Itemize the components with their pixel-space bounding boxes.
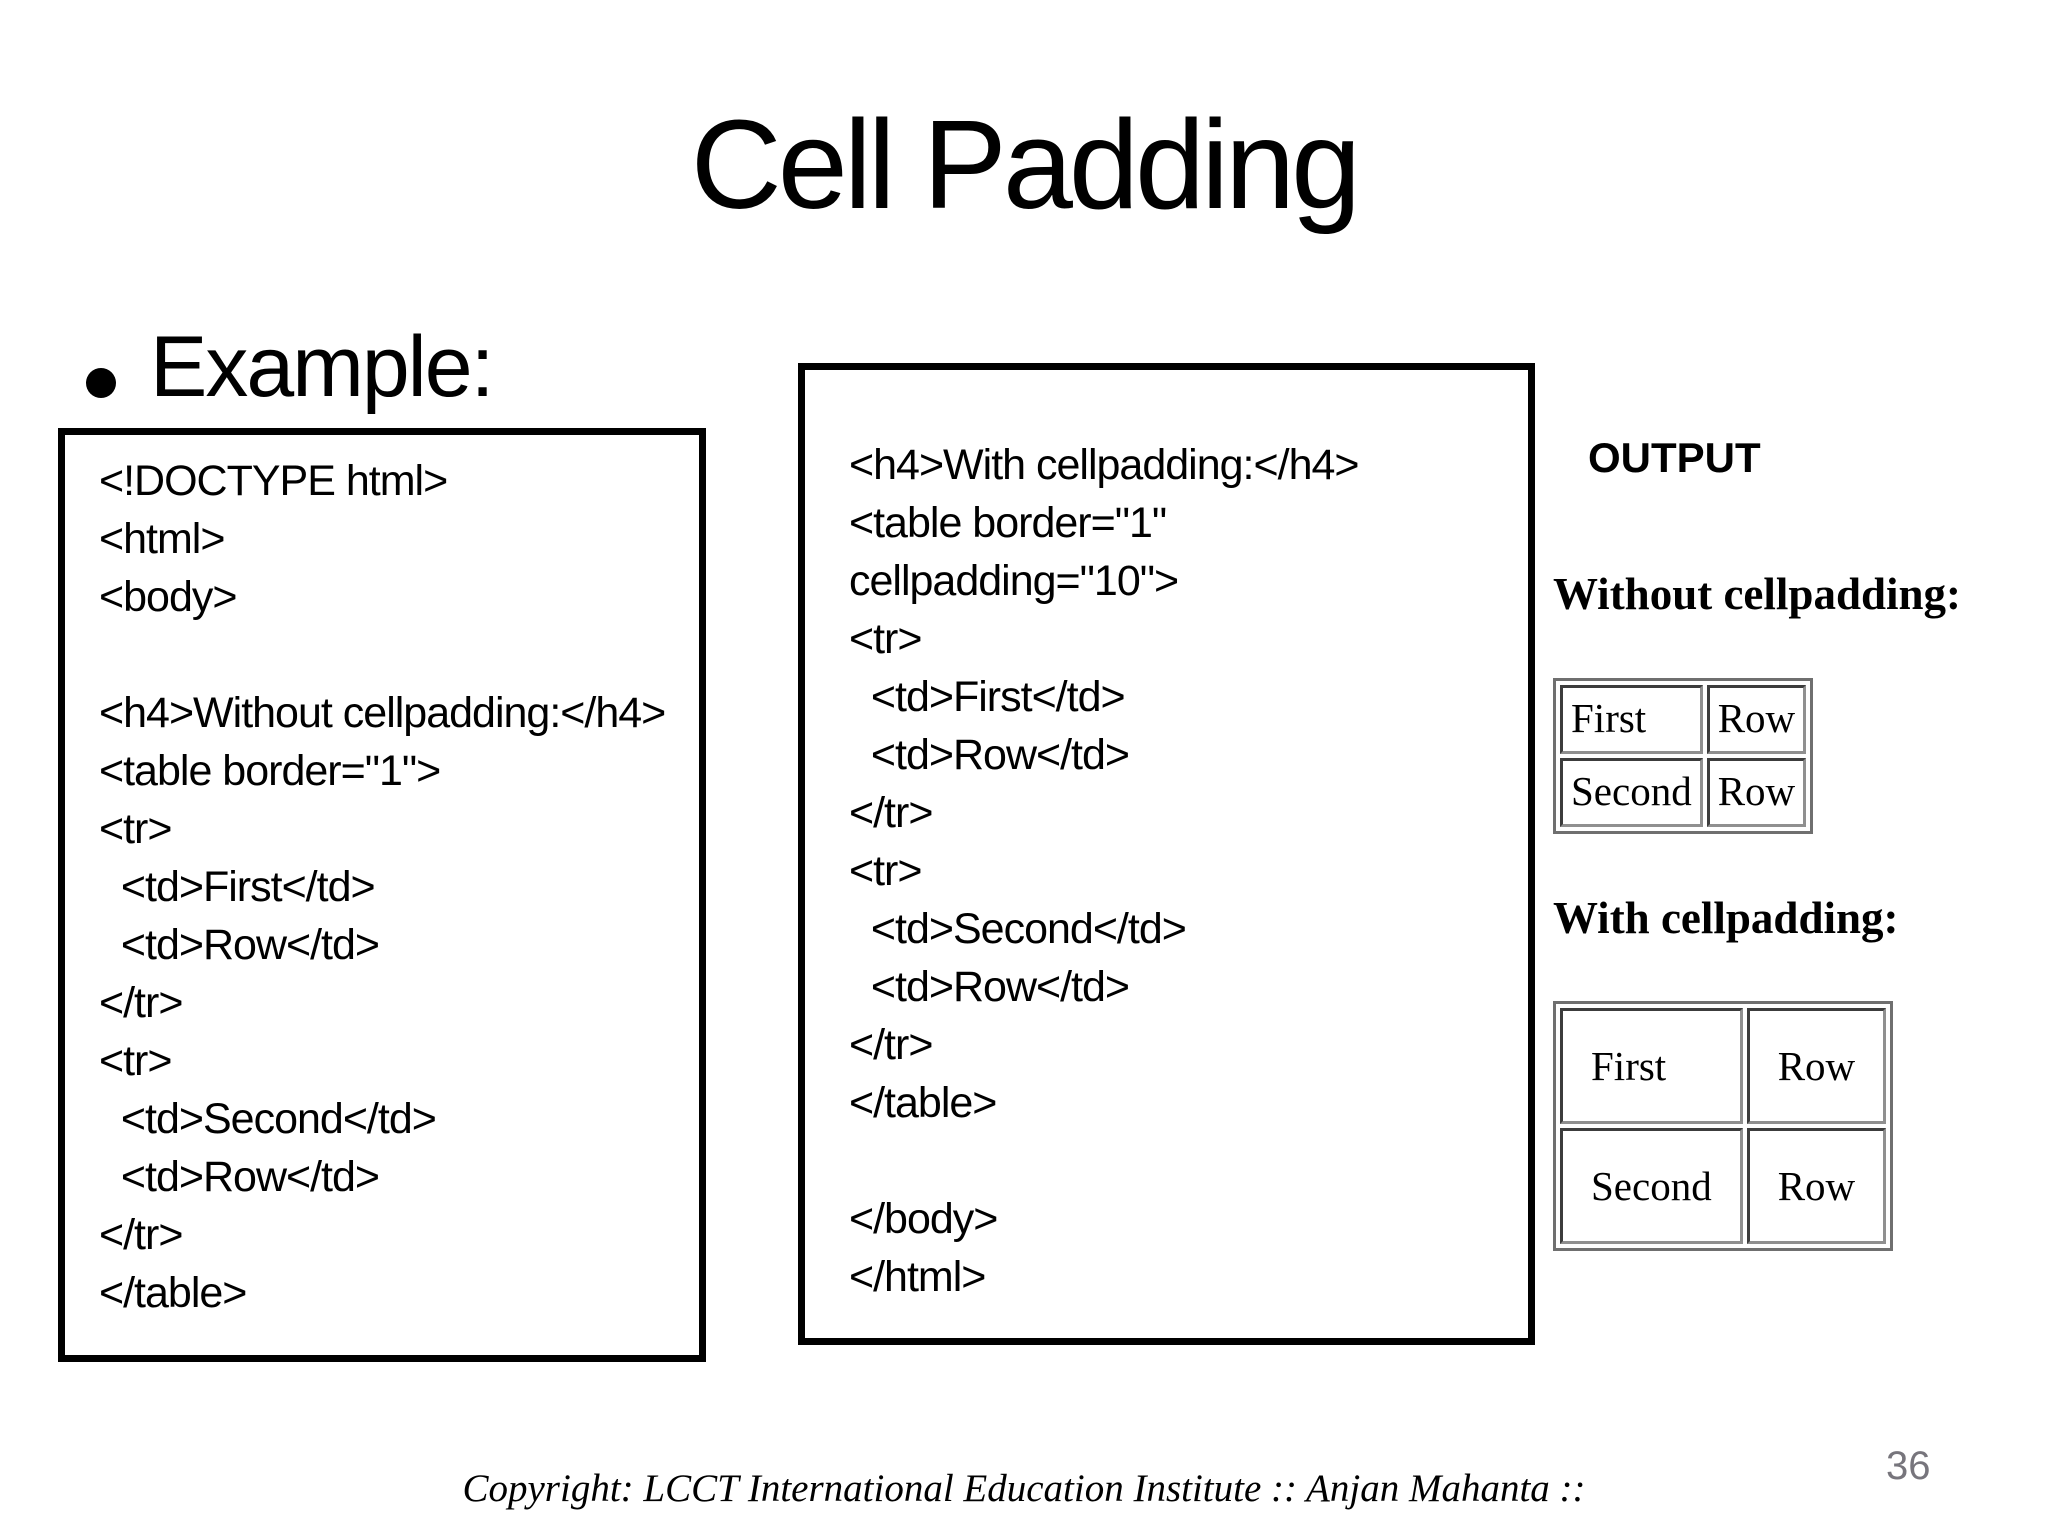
table-cell: First xyxy=(1560,685,1703,754)
page-number: 36 xyxy=(1886,1444,1931,1488)
code-line: </html> xyxy=(849,1253,986,1301)
page-title: Cell Padding xyxy=(690,94,1361,235)
code-line: </table> xyxy=(849,1079,997,1127)
table-cell: Row xyxy=(1746,1128,1887,1244)
code-line: </tr> xyxy=(99,979,183,1027)
code-line: <tr> xyxy=(99,805,173,853)
table-cell: Second xyxy=(1560,1128,1743,1244)
table-row: First Row xyxy=(1560,685,1807,754)
code-box-without-cellpadding: <!DOCTYPE html> <html> <body> <h4>Withou… xyxy=(58,428,706,1362)
code-line: <table border="1" xyxy=(849,499,1167,547)
code-line xyxy=(99,626,689,684)
code-line: <td>Row</td> xyxy=(849,731,1130,779)
code-line: <body> xyxy=(99,573,237,621)
table-row: First Row xyxy=(1560,1008,1887,1124)
table-cell: First xyxy=(1560,1008,1743,1124)
code-line: </tr> xyxy=(99,1211,183,1259)
output-heading: OUTPUT xyxy=(1588,434,1761,481)
code-line: <td>Second</td> xyxy=(849,905,1187,953)
output-label-with-cellpadding: With cellpadding: xyxy=(1553,893,1899,943)
output-label-without-cellpadding: Without cellpadding: xyxy=(1553,569,1962,619)
code-line: <table border="1"> xyxy=(99,747,441,795)
code-line: <html> xyxy=(99,515,225,563)
code-line: cellpadding="10"> xyxy=(849,557,1179,605)
code-line: <tr> xyxy=(99,1037,173,1085)
code-line: <td>Row</td> xyxy=(99,921,380,969)
code-line: <h4>Without cellpadding:</h4> xyxy=(99,689,666,737)
example-label: Example: xyxy=(150,319,494,415)
table-cell: Row xyxy=(1706,758,1807,827)
code-line: </tr> xyxy=(849,789,933,837)
code-line: <tr> xyxy=(849,615,923,663)
code-line: <tr> xyxy=(849,847,923,895)
code-line: <td>Row</td> xyxy=(849,963,1130,1011)
code-line: <td>Row</td> xyxy=(99,1153,380,1201)
table-row: Second Row xyxy=(1560,1128,1887,1244)
code-line: <h4>With cellpadding:</h4> xyxy=(849,441,1360,489)
code-line: <!DOCTYPE html> xyxy=(99,457,448,505)
code-line: </tr> xyxy=(849,1021,933,1069)
bullet-icon xyxy=(86,368,116,398)
code-line xyxy=(849,1132,1518,1190)
code-line: <td>Second</td> xyxy=(99,1095,437,1143)
table-row: Second Row xyxy=(1560,758,1807,827)
code-line: <td>First</td> xyxy=(99,863,376,911)
output-table-without-cellpadding: First Row Second Row xyxy=(1553,678,1814,834)
code-box-with-cellpadding: <h4>With cellpadding:</h4> <table border… xyxy=(798,363,1535,1345)
code-line: <td>First</td> xyxy=(849,673,1126,721)
table-cell: Row xyxy=(1746,1008,1887,1124)
table-cell: Second xyxy=(1560,758,1703,827)
output-table-with-cellpadding: First Row Second Row xyxy=(1553,1001,1894,1251)
table-cell: Row xyxy=(1706,685,1807,754)
code-line: </body> xyxy=(849,1195,998,1243)
copyright-footer: Copyright: LCCT International Education … xyxy=(462,1467,1586,1510)
code-line: </table> xyxy=(99,1269,247,1317)
